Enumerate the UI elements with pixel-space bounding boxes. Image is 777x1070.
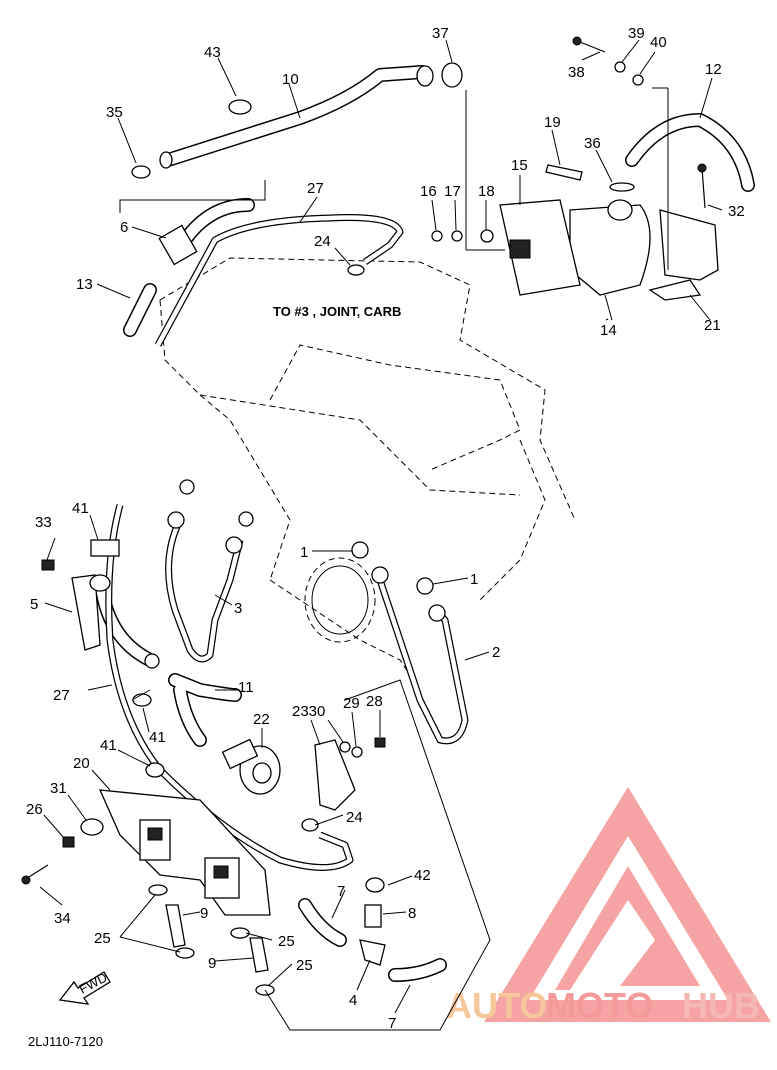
callout-25-low: 25 — [296, 957, 313, 974]
callout-40: 40 — [650, 34, 667, 51]
callout-9-top: 9 — [200, 905, 208, 922]
fwd-arrow: FWD — [58, 970, 111, 1005]
callout-37: 37 — [432, 25, 449, 42]
callout-22: 22 — [253, 711, 270, 728]
callout-31: 31 — [50, 780, 67, 797]
pipe-3 — [165, 518, 244, 663]
callout-26: 26 — [26, 801, 43, 818]
watermark-logo: AUTO MOTO HUB — [446, 787, 771, 1026]
callout-32: 32 — [728, 203, 745, 220]
callout-35: 35 — [106, 104, 123, 121]
callout-1-right: 1 — [470, 571, 478, 588]
callout-20: 20 — [73, 755, 90, 772]
engine-outline — [159, 257, 576, 691]
callout-14: 14 — [600, 322, 617, 339]
bracket-23 — [314, 739, 356, 811]
callout-43: 43 — [204, 44, 221, 61]
pipe-27-upper — [154, 214, 404, 347]
callout-42: 42 — [414, 867, 431, 884]
hose-6 — [158, 198, 255, 266]
drawing-code: 2LJ110-7120 — [28, 1034, 103, 1049]
callout-6: 6 — [120, 219, 128, 236]
hose-13 — [123, 283, 157, 337]
callout-9-low: 9 — [208, 955, 216, 972]
callout-33: 33 — [35, 514, 52, 531]
watermark-triangle-mark — [555, 866, 700, 990]
callout-11: 11 — [238, 679, 254, 696]
callout-10: 10 — [282, 71, 299, 88]
callout-4: 4 — [349, 992, 357, 1009]
callout-1-left: 1 — [300, 544, 308, 561]
callout-12: 12 — [705, 61, 722, 78]
callout-17: 17 — [444, 183, 461, 200]
callout-2: 2 — [492, 644, 500, 661]
pipe-2 — [376, 578, 469, 745]
hose-11 — [168, 673, 242, 747]
callout-13: 13 — [76, 276, 93, 293]
reservoir-tank-14 — [499, 199, 651, 296]
hose-7-lower — [298, 898, 447, 982]
watermark-text-moto: MOTO — [546, 985, 653, 1026]
callout-41-top: 41 — [72, 500, 89, 517]
callout-27-left: 27 — [53, 687, 70, 704]
callout-24-low: 24 — [346, 809, 363, 826]
valve-assembly-20 — [98, 789, 271, 916]
callout-18: 18 — [478, 183, 495, 200]
callout-41-mid: 41 — [149, 729, 166, 746]
callout-36: 36 — [584, 135, 601, 152]
callout-3: 3 — [234, 600, 242, 617]
callout-16: 16 — [420, 183, 437, 200]
hose-10 — [159, 65, 434, 169]
watermark-text-hub: HUB — [682, 985, 760, 1026]
hose-5 — [95, 583, 160, 669]
callout-38: 38 — [568, 64, 585, 81]
callout-27-top: 27 — [307, 180, 324, 197]
callout-34: 34 — [54, 910, 71, 927]
callout-2330: 2330 — [292, 703, 325, 720]
callout-21: 21 — [704, 317, 721, 334]
callout-7-low: 7 — [388, 1015, 396, 1032]
callout-5: 5 — [30, 596, 38, 613]
callout-39: 39 — [628, 25, 645, 42]
callout-labels: 43 10 35 37 39 40 38 12 19 36 15 16 17 1… — [26, 25, 745, 1032]
callout-19: 19 — [544, 114, 561, 131]
callout-25-mid: 25 — [278, 933, 295, 950]
reed-valve-22 — [221, 738, 281, 795]
routing-note: TO #3 , JOINT, CARB — [273, 304, 401, 319]
callout-25-left: 25 — [94, 930, 111, 947]
callout-28: 28 — [366, 693, 383, 710]
callout-15: 15 — [511, 157, 528, 174]
callout-41-low: 41 — [100, 737, 117, 754]
callout-8: 8 — [408, 905, 416, 922]
watermark-text-auto: AUTO — [446, 985, 547, 1026]
bracket-21 — [648, 209, 719, 301]
callout-24-top: 24 — [314, 233, 331, 250]
leader-lines — [39, 39, 723, 1031]
callout-29: 29 — [343, 695, 360, 712]
callout-7-top: 7 — [337, 883, 345, 900]
hose-12 — [625, 113, 755, 192]
